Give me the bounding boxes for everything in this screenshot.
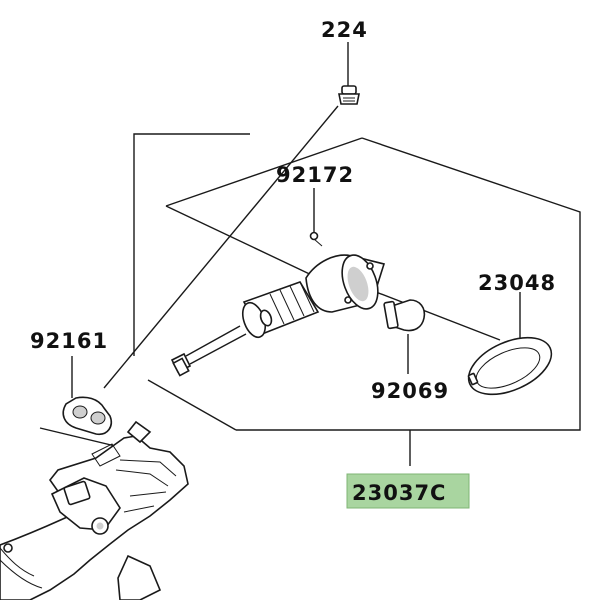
screw-224-icon xyxy=(338,85,360,105)
grommet-92161-icon xyxy=(62,396,112,436)
assembly-bracket-frame xyxy=(133,133,581,466)
part-label-92161[interactable]: 92161 xyxy=(30,329,108,353)
part-label-224[interactable]: 224 xyxy=(321,18,368,42)
part-label-92069[interactable]: 92069 xyxy=(371,379,449,403)
screw-92172-icon xyxy=(309,231,323,247)
part-label-92172[interactable]: 92172 xyxy=(276,163,354,187)
assembly-label-highlight xyxy=(346,473,470,509)
lens-23048-icon xyxy=(467,336,553,396)
part-label-23048[interactable]: 23048 xyxy=(478,271,556,295)
mounting-bracket-icon xyxy=(0,420,189,600)
part-label-23037c[interactable]: 23037C xyxy=(352,481,446,505)
turn-signal-housing-icon xyxy=(170,254,386,377)
bulb-92069-icon xyxy=(383,299,426,332)
